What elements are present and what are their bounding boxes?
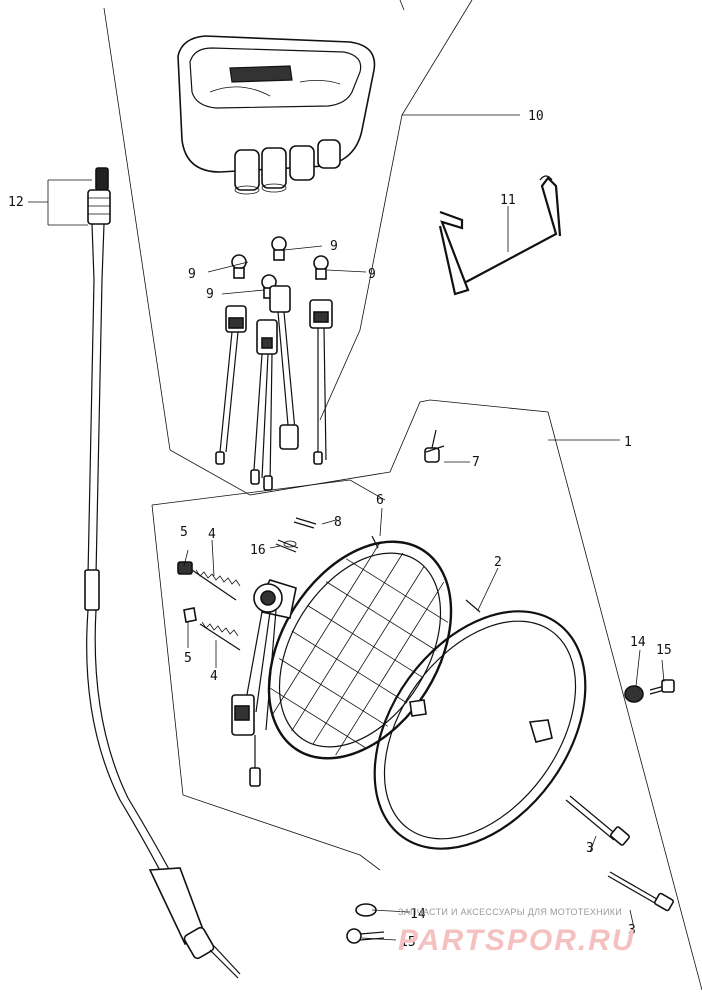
callout-16: 16: [250, 543, 266, 558]
callout-3a: 3: [586, 841, 594, 856]
meter-bracket: [438, 175, 562, 296]
bulb-icon: [271, 236, 287, 261]
callout-11: 11: [500, 193, 516, 208]
lower-group-outline: [151, 479, 386, 871]
screw-7: [424, 429, 445, 463]
long-screw-3: [565, 795, 630, 846]
watermark-tagline: ЗАПЧАСТИ И АКСЕССУАРЫ ДЛЯ МОТОТЕХНИКИ: [398, 907, 622, 917]
bulb-icon: [313, 255, 329, 280]
callout-10: 10: [528, 109, 544, 124]
callout-9c: 9: [368, 267, 376, 282]
bulbs-and-sockets: [215, 236, 333, 491]
callout-15a: 15: [656, 643, 672, 658]
callout-14a: 14: [630, 635, 646, 650]
callout-12: 12: [8, 195, 24, 210]
callout-6: 6: [376, 493, 384, 508]
callout-5b: 5: [184, 651, 192, 666]
headlight-rim: [373, 610, 587, 850]
bulb-icon: [231, 254, 247, 279]
headlight-unit: [231, 535, 453, 787]
callout-2: 2: [494, 555, 502, 570]
long-screw-3b: [607, 871, 674, 912]
upper-group-outline: [103, 0, 702, 991]
callout-9a: 9: [188, 267, 196, 282]
callout-5a: 5: [180, 525, 188, 540]
adjust-springs: [177, 561, 241, 651]
callout-8: 8: [334, 515, 342, 530]
callout-4a: 4: [208, 527, 216, 542]
nut-14-screw-15: [624, 679, 675, 703]
callout-4b: 4: [210, 669, 218, 684]
watermark: ЗАПЧАСТИ И АКСЕССУАРЫ ДЛЯ МОТОТЕХНИКИ PA…: [398, 907, 636, 957]
callout-9b: 9: [330, 239, 338, 254]
watermark-brand: PARTSPOR.RU: [398, 924, 636, 957]
callout-14b: 14: [410, 907, 426, 922]
callout-7: 7: [472, 455, 480, 470]
callout-15b: 15: [400, 935, 416, 950]
speedometer-cable: [84, 167, 241, 979]
callout-1: 1: [624, 435, 632, 450]
leader-lines: [28, 114, 665, 941]
callout-labels: 1 2 3 3 4 4 5 5 6 7 8 9 9 9 9 10 11 12 1…: [8, 109, 672, 950]
nut-14-screw-15-bottom: [346, 903, 385, 944]
speedometer-housing: [177, 35, 376, 195]
callout-3b: 3: [628, 923, 636, 938]
small-parts-8-16: [275, 517, 481, 613]
callout-9d: 9: [206, 287, 214, 302]
